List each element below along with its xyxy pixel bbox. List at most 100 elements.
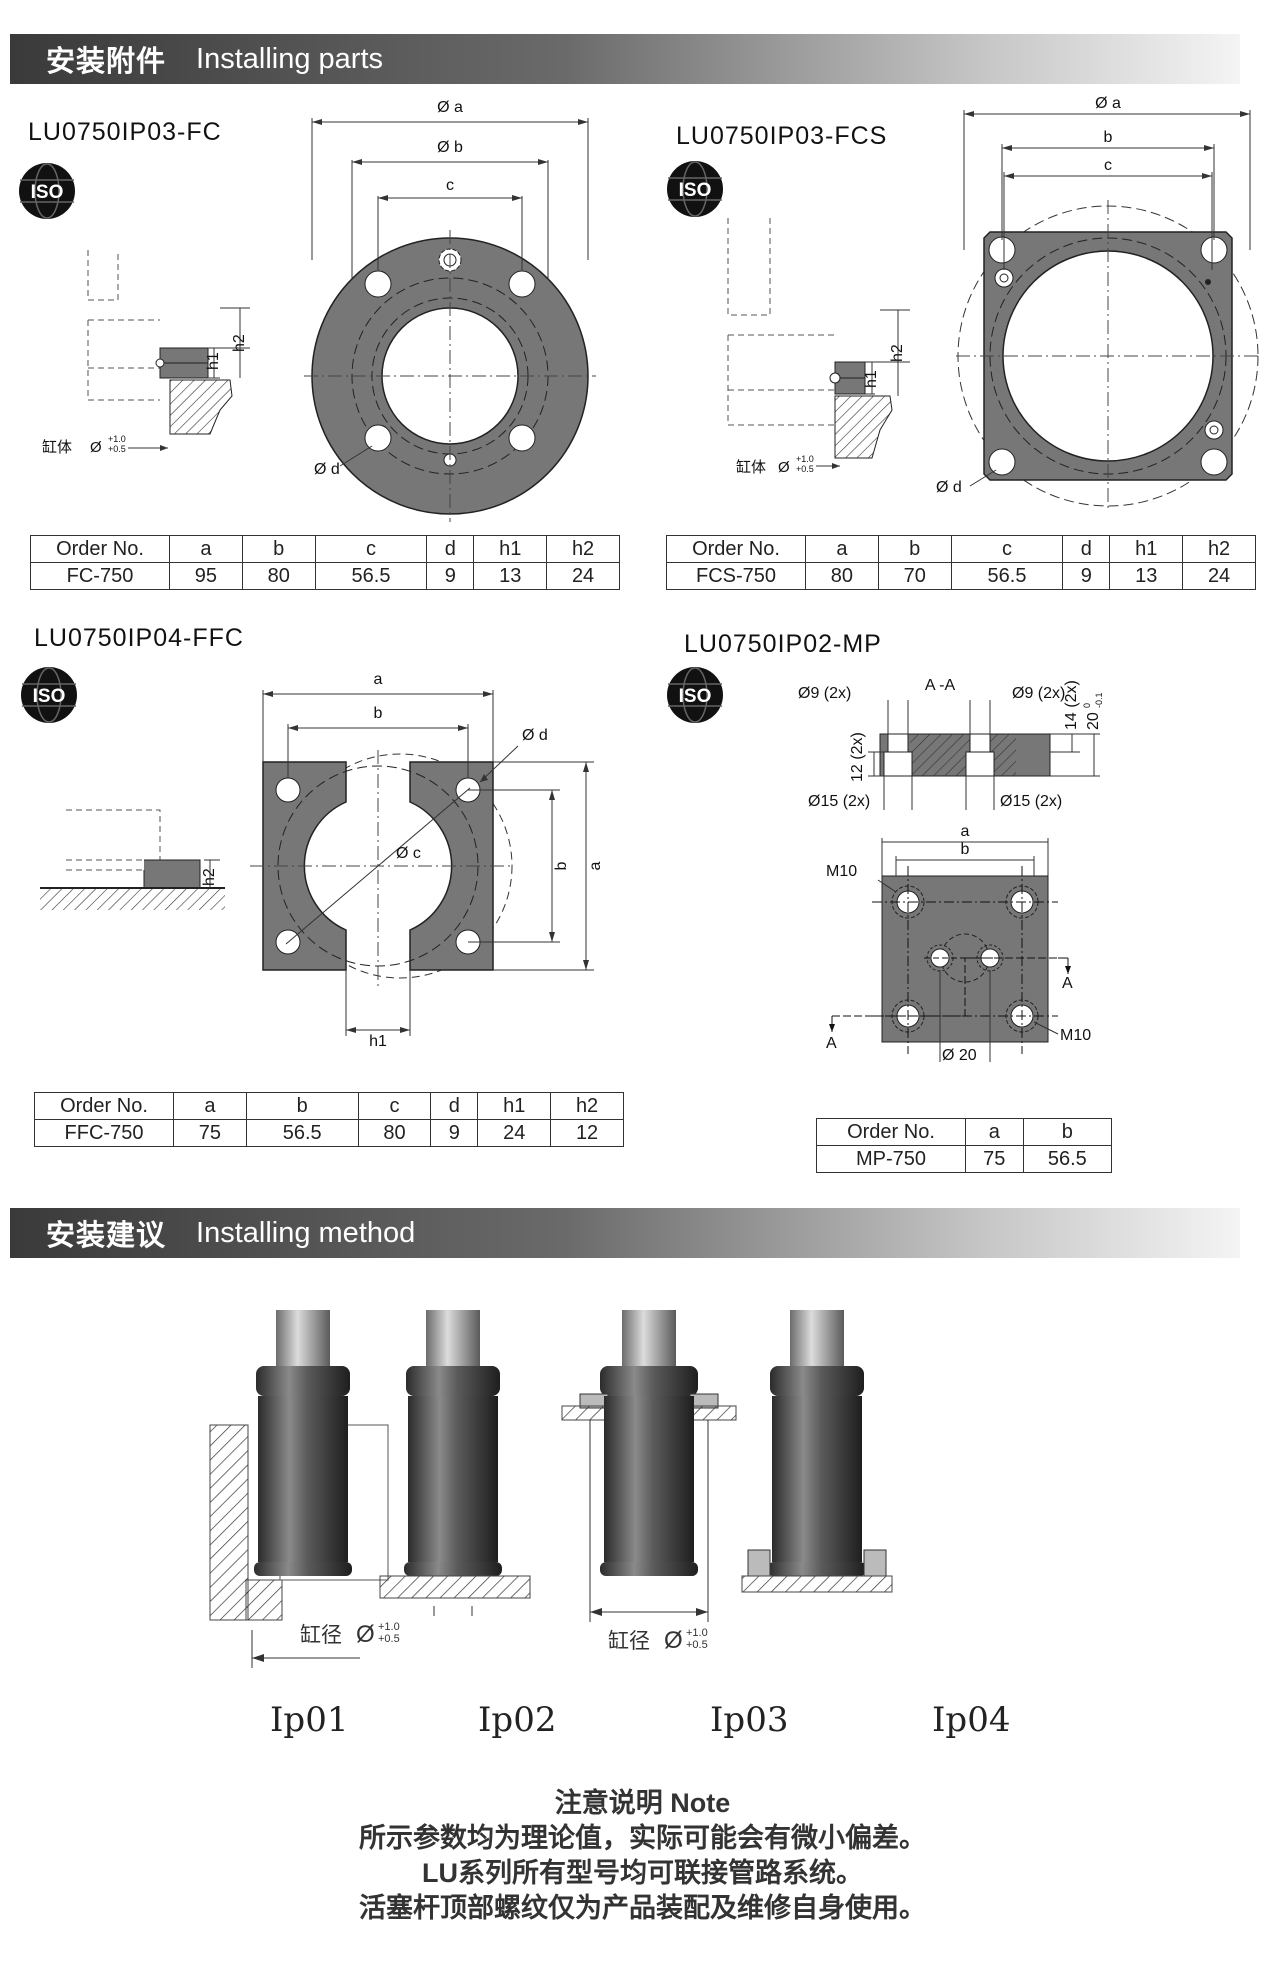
section-title-en: Installing parts [196, 42, 384, 75]
note-title: 注意说明 Note [554, 1788, 731, 1818]
ffc-b-vert-label: b [553, 861, 570, 870]
fcs-b-label: b [1104, 129, 1113, 146]
table-cell: 24 [1182, 562, 1256, 590]
iso-text: ISO [31, 182, 64, 203]
table-cell: 80 [805, 562, 879, 590]
model-mp: LU0750IP02-MP [684, 630, 882, 658]
table-header-row: Order No. a b c d h1 h2 [34, 1092, 624, 1120]
section-title-cn: 安装附件 [46, 46, 167, 78]
ffc-b-label: b [374, 705, 383, 722]
table-cell: 56.5 [314, 562, 428, 590]
table-cell: 9 [1062, 562, 1111, 590]
table-row: FCS-750 80 70 56.5 9 13 24 [666, 562, 1256, 590]
ip01-drawing [209, 1310, 389, 1668]
method-label-ip01: Ip01 [270, 1700, 349, 1740]
iso-icon: ISO [667, 161, 723, 217]
install-methods-drawing: 缸径 Ø +1.0 +0.5 缸径 Ø +1.0 +0.5 [209, 1310, 893, 1668]
ip01-tol-up: +1.0 [378, 1621, 400, 1633]
section-title-cn: 安装建议 [46, 1220, 167, 1252]
table-header: Order No. [816, 1118, 966, 1146]
fc-h2-label: h2 [231, 334, 248, 352]
table-cell: 75 [173, 1119, 247, 1147]
fc-drawing: h1 h2 缸体 Ø +1.0 +0.5 Ø a Ø b c Ø d [42, 99, 596, 522]
table-header: h2 [550, 1092, 624, 1120]
table-header: Order No. [666, 535, 806, 563]
mp-h20: 20 [1085, 712, 1102, 730]
mp-m10-top: M10 [826, 863, 857, 880]
fcs-h2-label: h2 [889, 344, 906, 362]
fcs-a-label: Ø a [1095, 95, 1121, 112]
table-header: h2 [1182, 535, 1256, 563]
table-cell: 95 [169, 562, 243, 590]
table-header: h1 [477, 1092, 552, 1120]
mp-aa-label: A -A [925, 677, 956, 694]
fc-tol-lo: +0.5 [108, 444, 126, 454]
table-cell: FCS-750 [666, 562, 806, 590]
table-header: h2 [546, 535, 620, 563]
table-header-row: Order No. a b c d h1 h2 [666, 535, 1256, 563]
fc-tol-up: +1.0 [108, 434, 126, 444]
table-header: h1 [1109, 535, 1184, 563]
table-cell: 56.5 [1022, 1145, 1113, 1173]
table-header-row: Order No. a b c d h1 h2 [30, 535, 620, 563]
mp-h20-tol-lo: -0.1 [1094, 692, 1104, 708]
fc-c-label: c [446, 177, 454, 194]
method-label-ip02: Ip02 [478, 1700, 557, 1740]
ffc-d-label: Ø d [522, 727, 548, 744]
ip01-dia-label: Ø [356, 1621, 375, 1648]
ffc-h1-label: h1 [369, 1033, 387, 1050]
table-header: a [965, 1118, 1024, 1146]
mp-d20: Ø 20 [942, 1047, 977, 1064]
table-row: FFC-750 75 56.5 80 9 24 12 [34, 1119, 624, 1147]
iso-text: ISO [679, 686, 712, 707]
mp-d15-left: Ø15 (2x) [808, 793, 870, 810]
mp-b-label: b [961, 841, 970, 858]
table-header: b [877, 535, 952, 563]
iso-text: ISO [33, 686, 66, 707]
table-cell: 56.5 [950, 562, 1064, 590]
fc-dia-label: Ø [90, 439, 102, 456]
table-header: d [426, 535, 475, 563]
table-header: a [805, 535, 879, 563]
fcs-cyl-label: 缸体 [736, 458, 766, 476]
mp-drawing: Ø9 (2x) A -A Ø9 (2x) 14 (2x) 20 0 -0.1 1… [798, 677, 1104, 1064]
ip04-drawing [741, 1310, 893, 1593]
mp-a-mark-left: A [826, 1035, 837, 1052]
iso-icon: ISO [667, 667, 723, 723]
ffc-h2-label: h2 [201, 868, 218, 886]
ffc-drawing: h2 Ø c a b a b Ø d h1 [40, 671, 604, 1050]
ip03-dia-label: Ø [664, 1627, 683, 1654]
table-cell: 80 [241, 562, 316, 590]
model-fcs: LU0750IP03-FCS [676, 122, 888, 150]
model-fc: LU0750IP03-FC [28, 118, 222, 146]
model-ffc: LU0750IP04-FFC [34, 624, 244, 652]
table-cell: MP-750 [816, 1145, 966, 1173]
fc-d-label: Ø d [314, 461, 340, 478]
mp-a-label: a [961, 823, 970, 840]
fcs-spec-table: Order No. a b c d h1 h2 FCS-750 80 70 56… [666, 535, 1256, 590]
note-line: 所示参数均为理论值，实际可能会有微小偏差。 [359, 1823, 926, 1853]
table-header: b [241, 535, 316, 563]
fcs-d-label: Ø d [936, 479, 962, 496]
iso-icon: ISO [21, 667, 77, 723]
fcs-dia-label: Ø [778, 459, 790, 476]
table-header-row: Order No. a b [816, 1118, 1113, 1146]
ip01-tol-lo: +0.5 [378, 1633, 400, 1645]
table-cell: FFC-750 [34, 1119, 174, 1147]
ffc-a-vert-label: a [587, 861, 604, 870]
fcs-c-label: c [1104, 157, 1112, 174]
table-cell: 24 [546, 562, 620, 590]
fcs-drawing: h1 h2 缸体 Ø +1.0 +0.5 Ø a b c Ø d [727, 95, 1260, 512]
ip03-bore-label: 缸径 [608, 1630, 650, 1653]
mp-d15-right: Ø15 (2x) [1000, 793, 1062, 810]
iso-icon: ISO [19, 163, 75, 219]
fc-a-label: Ø a [437, 99, 463, 116]
section-title-en: Installing method [196, 1216, 416, 1249]
table-cell: 80 [357, 1119, 432, 1147]
table-cell: 13 [473, 562, 548, 590]
ip03-drawing [561, 1310, 737, 1622]
mp-h12: 12 (2x) [849, 732, 866, 782]
table-header: c [357, 1092, 432, 1120]
mp-m10-bottom: M10 [1060, 1027, 1091, 1044]
mp-spec-table: Order No. a b MP-750 75 56.5 [816, 1118, 1113, 1173]
